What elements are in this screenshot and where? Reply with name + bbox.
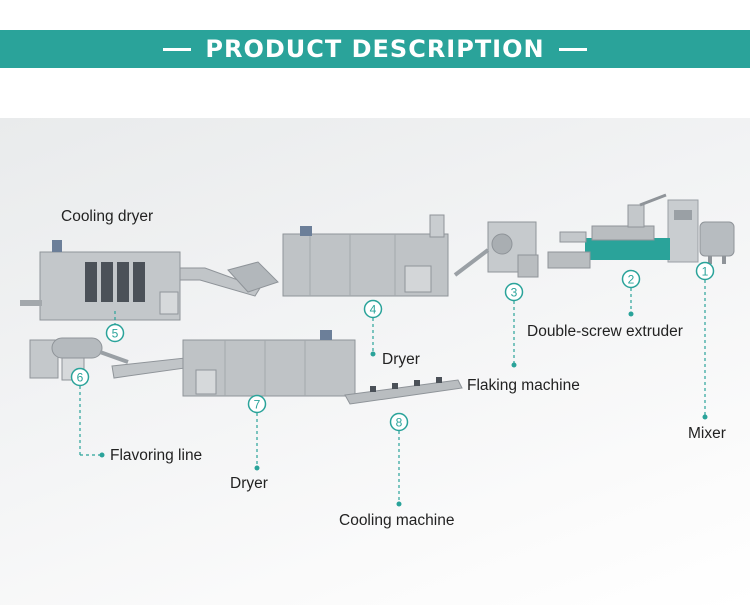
step-8-marker: 8: [389, 412, 409, 432]
step-4-marker: 4: [363, 299, 383, 319]
svg-text:6: 6: [77, 371, 84, 385]
banner-dash-left: [163, 47, 192, 51]
flavoring-line-machine: [29, 337, 129, 381]
label-mixer: Mixer: [688, 425, 726, 442]
svg-text:7: 7: [254, 398, 261, 412]
banner-dash-right: [558, 47, 587, 51]
cooling-dryer-machine: [20, 240, 181, 321]
dryer-upper: [282, 214, 449, 297]
banner-title: PRODUCT DESCRIPTION: [205, 35, 545, 63]
label-cooling-machine: Cooling machine: [339, 512, 455, 529]
step-5-marker: 5: [105, 323, 125, 343]
label-dryer-lower: Dryer: [230, 475, 268, 492]
label-flaking-machine: Flaking machine: [467, 377, 580, 394]
cooling-machine: [344, 377, 463, 405]
svg-text:4: 4: [370, 303, 377, 317]
step-1-marker: 1: [695, 261, 715, 281]
label-flavoring-line: Flavoring line: [110, 447, 203, 464]
label-double-screw-extruder: Double-screw extruder: [527, 323, 683, 340]
extruder-machine: [547, 193, 670, 269]
svg-text:8: 8: [396, 416, 403, 430]
svg-text:3: 3: [511, 286, 518, 300]
mixer-machine: [667, 199, 735, 264]
step-7-marker: 7: [247, 394, 267, 414]
label-dryer-upper: Dryer: [382, 351, 420, 368]
svg-text:2: 2: [628, 273, 635, 287]
step-3-marker: 3: [504, 282, 524, 302]
svg-text:5: 5: [112, 327, 119, 341]
flaking-machine: [453, 221, 539, 278]
step-2-marker: 2: [621, 269, 641, 289]
section-banner: PRODUCT DESCRIPTION: [0, 30, 750, 68]
dryer-lower: [182, 330, 356, 397]
label-cooling-dryer: Cooling dryer: [61, 208, 154, 225]
svg-text:1: 1: [702, 265, 709, 279]
step-6-marker: 6: [70, 367, 90, 387]
